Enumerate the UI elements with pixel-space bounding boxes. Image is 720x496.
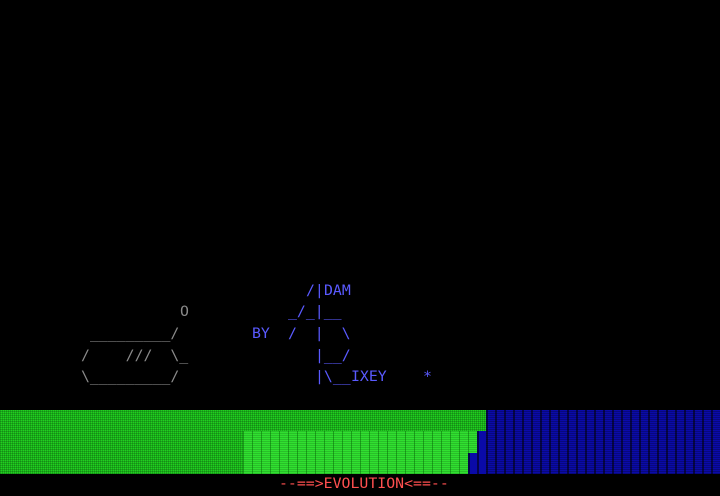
tank-middle: / /// \_ bbox=[81, 347, 189, 364]
water-step bbox=[468, 453, 477, 474]
tank-bottom: \_________/ bbox=[81, 369, 180, 386]
grass-lowland bbox=[243, 431, 477, 474]
tank-top: _________/ bbox=[90, 326, 180, 342]
tank-hatch: O bbox=[180, 304, 189, 321]
author-name-bottom: IXEY bbox=[351, 369, 387, 386]
logo-row-2: _/_|__ bbox=[288, 304, 342, 321]
by-label: BY bbox=[252, 326, 270, 342]
logo-row-1: /| bbox=[306, 282, 324, 299]
water-step bbox=[477, 431, 486, 474]
logo-row-4: |__/ bbox=[315, 347, 351, 364]
water-terrain bbox=[486, 410, 720, 474]
logo-row-3: / | \ bbox=[288, 326, 351, 342]
logo-row-5: |\__ bbox=[315, 369, 351, 386]
star-icon: * bbox=[423, 369, 432, 386]
author-name-top: DAM bbox=[324, 282, 351, 299]
game-title: --==>EVOLUTION<==-- bbox=[279, 476, 449, 492]
